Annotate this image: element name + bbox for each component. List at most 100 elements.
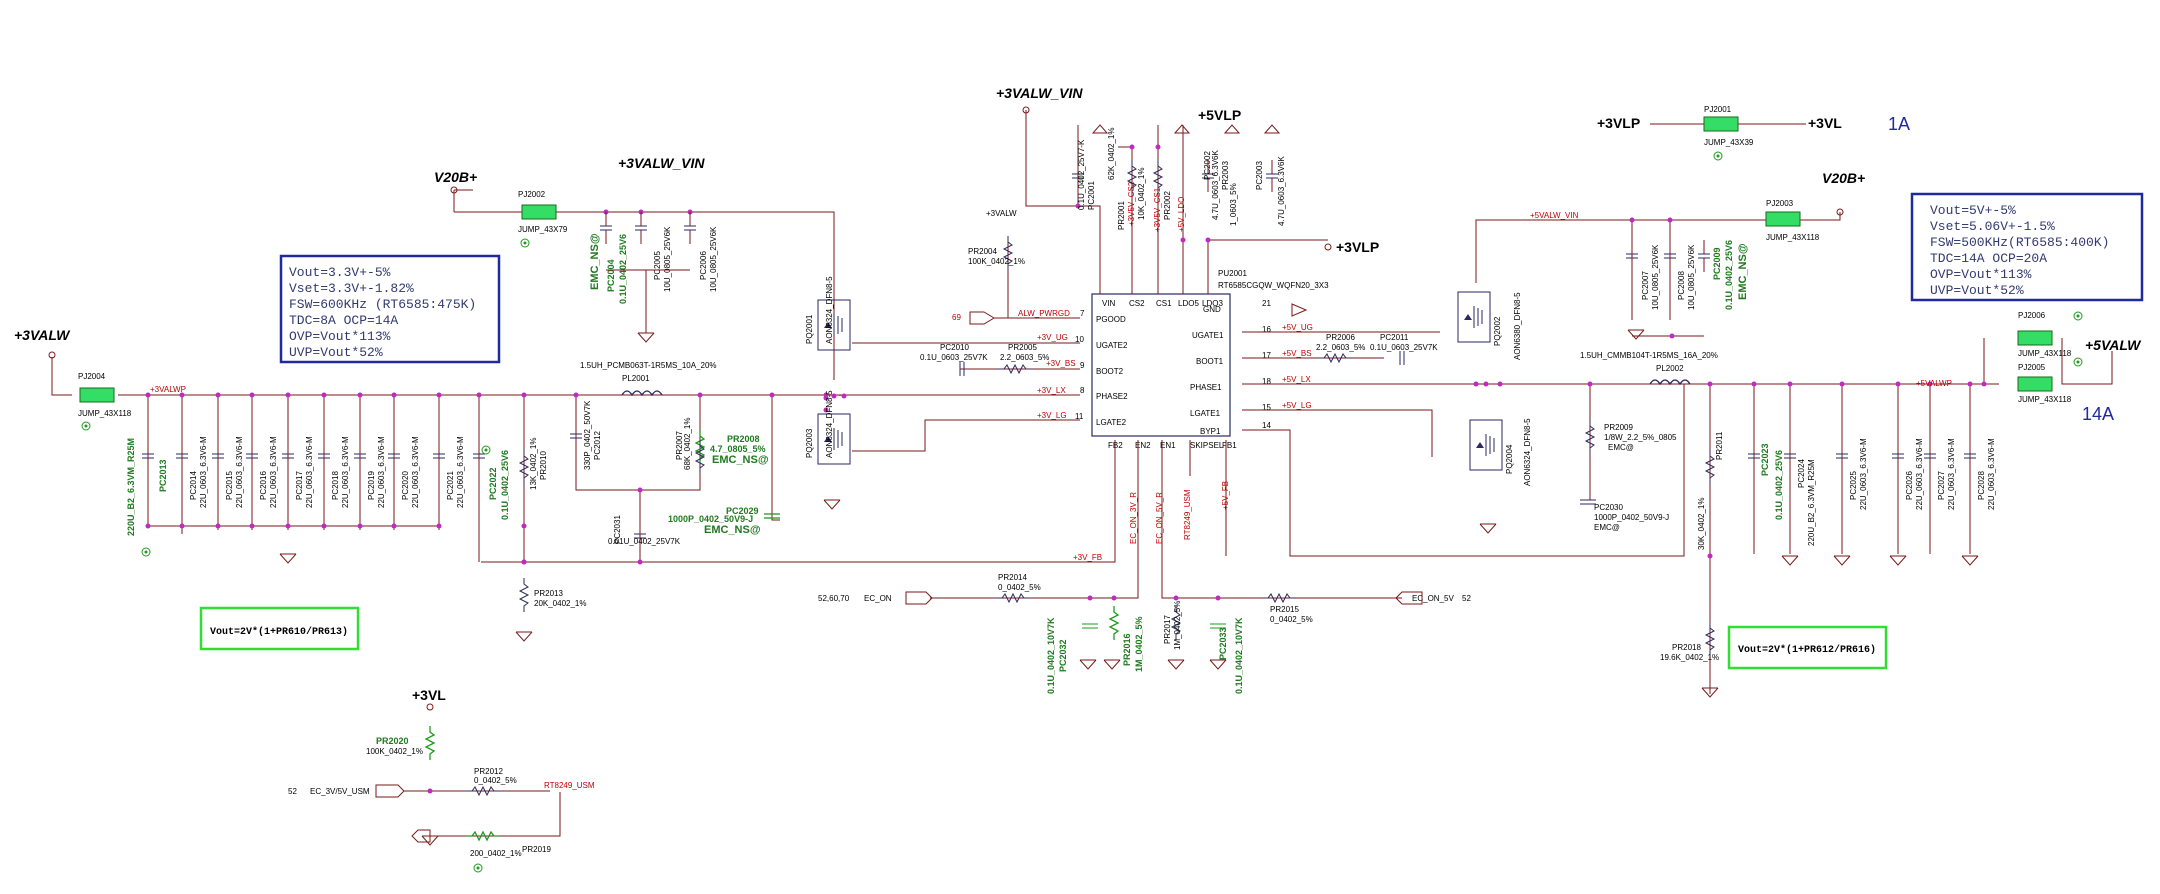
net-labels: +3VALW +3VALW_VIN +3VALW_VIN V20B+ V20B+…: [14, 85, 2142, 711]
spec-5v-line-2: Vset=5.06V+-1.5%: [1930, 219, 2055, 234]
sig-ec-on-5v-r: EC_ON_5V_R: [1155, 492, 1164, 544]
sig-rt-usm: RT8249_USM: [1183, 489, 1192, 540]
ic-pin-skipsel: SKIPSEL: [1190, 441, 1224, 450]
pq2002-val: AON6380_DFN8-5: [1513, 292, 1522, 360]
ic-pin-ldo5: LDO5: [1178, 299, 1199, 308]
pr2008-val: 4.7_0805_5%: [710, 444, 766, 454]
pc2017-val: 22U_0603_6.3V6-M: [305, 436, 314, 508]
sig-5v-bs: +5V_BS: [1282, 349, 1312, 358]
pr2009-val: 1/8W_2.2_5%_0805: [1604, 433, 1677, 442]
pc2013-val: 220U_B2_6.3VM_R25M: [126, 438, 136, 536]
pc2015-val: 22U_0603_6.3V6-M: [235, 436, 244, 508]
pc2030-val: 1000P_0402_50V9-J: [1594, 513, 1669, 522]
net-3valw-vin-a: +3VALW_VIN: [618, 155, 705, 171]
pr2017-ref: PR2017: [1163, 615, 1172, 644]
sig-ec-on: EC_ON: [864, 594, 892, 603]
pr2006-val: 2.2_0603_5%: [1316, 343, 1365, 352]
pc2007-val: 10U_0805_25V6K: [1651, 244, 1660, 310]
ic-pinnum-17: 17: [1262, 351, 1271, 360]
jumper-pj2006: PJ2006 JUMP_43X118: [2017, 311, 2083, 358]
pc2027-val: 22U_0603_6.3V6-M: [1947, 438, 1956, 510]
ic-pin-boot1: BOOT1: [1196, 357, 1224, 366]
sig-3v-fb: +3V_FB: [1073, 553, 1102, 562]
pc2002-val: 4.7U_0603_6.3V6K: [1211, 150, 1220, 221]
right-output-caps: PC2025 22U_0603_6.3V6-M PC2026 22U_0603_…: [1835, 438, 1996, 510]
pc2031-val: 0.01U_0402_25V7K: [608, 537, 681, 546]
spec-3v-line-2: Vset=3.3V+-1.82%: [289, 281, 414, 296]
pr2009-ref: PR2009: [1604, 423, 1633, 432]
pc2015-ref: PC2015: [225, 471, 234, 500]
spec-5v-line-1: Vout=5V+-5%: [1930, 203, 2016, 218]
sig-69: 69: [952, 313, 961, 322]
pj2005-val: JUMP_43X118: [2018, 395, 2072, 404]
pc2028-val: 22U_0603_6.3V6-M: [1987, 438, 1996, 510]
pr2003-ref: PR2003: [1221, 161, 1230, 190]
pj2005-ref: PJ2005: [2018, 363, 2046, 372]
pc2016-ref: PC2016: [259, 471, 268, 500]
pc2026-ref: PC2026: [1905, 471, 1914, 500]
sig-alw-pwrgd: ALW_PWRGD: [1018, 309, 1070, 318]
pr2011-val: 30K_0402_1%: [1697, 498, 1706, 551]
net-3vl-bottom: +3VL: [412, 687, 446, 703]
net-3vl-top: +3VL: [1808, 115, 1842, 131]
pc2003-ref: PC2003: [1255, 161, 1264, 190]
net-v20b-left: V20B+: [434, 169, 477, 185]
pc2001-ref: PC2001: [1087, 181, 1096, 210]
left-output-caps: PC2014 22U_0603_6.3V6-M PC2015 22U_0603_…: [175, 436, 465, 508]
pr2002-val: 10K_0402_1%: [1137, 168, 1146, 221]
pc2004-ref: PC2004: [606, 259, 616, 292]
net-3valw: +3VALW: [14, 327, 71, 343]
pc2022-val: 0.1U_0402_25V6: [500, 450, 510, 520]
pc2019-ref: PC2019: [367, 471, 376, 500]
sig-rt8249-usm: RT8249_USM: [544, 781, 595, 790]
ic-pin-cs1: CS1: [1156, 299, 1172, 308]
pr2001-ref: PR2001: [1117, 201, 1126, 230]
pc2013-ref: PC2013: [158, 459, 168, 492]
net-3vlp-right: +3VLP: [1336, 239, 1379, 255]
pr2014-ref: PR2014: [998, 573, 1027, 582]
sig-5v-ug: +5V_UG: [1282, 323, 1313, 332]
mosfets: AON6324_DFN8-5 PQ2001 AON6324_DFN8-5 PQ2…: [805, 276, 1532, 486]
ic-pinnum-18: 18: [1262, 377, 1271, 386]
pc2001-val: 0.1U_0402_25V7-K: [1077, 139, 1086, 210]
pq2003-val: AON6324_DFN8-5: [825, 390, 834, 458]
pl2002-val: 1.5UH_CMMB104T-1R5MS_16A_20%: [1580, 351, 1718, 360]
ic-pin-fb2: FB2: [1108, 441, 1123, 450]
sig-5v-ldo: +5V_LDO: [1177, 197, 1186, 232]
pc2025-ref: PC2025: [1849, 471, 1858, 500]
ic-pin-gnd: GND: [1203, 305, 1221, 314]
sig-3v-lx: +3V_LX: [1037, 386, 1066, 395]
pc2018-val: 22U_0603_6.3V6-M: [341, 436, 350, 508]
pr2018-ref: PR2018: [1672, 643, 1701, 652]
sig-cs1: +3V5V_CS1: [1153, 187, 1162, 232]
sig-ec-on-5v: EC_ON_5V: [1412, 594, 1454, 603]
sig-3v-lg: +3V_LG: [1037, 411, 1067, 420]
ic-pinnum-11: 11: [1075, 412, 1084, 421]
mosfet-pq2003: AON6324_DFN8-5 PQ2003: [805, 390, 851, 465]
sig-cs2: +3V5V_CS2: [1127, 181, 1136, 226]
pj2006-val: JUMP_43X118: [2018, 349, 2072, 358]
signal-labels: ALW_PWRGD 69 +3V_UG +3V_BS +3V_LX +3V_LG…: [288, 181, 1471, 796]
pq2001-ref: PQ2001: [805, 314, 814, 344]
pl2001-ref: PL2001: [622, 374, 650, 383]
pr2019-ref: PR2019: [522, 845, 551, 854]
pc2010-val: 0.1U_0603_25V7K: [920, 353, 988, 362]
pc2025-val: 22U_0603_6.3V6-M: [1859, 438, 1868, 510]
pc2016-val: 22U_0603_6.3V6-M: [269, 436, 278, 508]
pr2005-ref: PR2005: [1008, 343, 1037, 352]
spec-5v-line-5: OVP=Vout*113%: [1930, 267, 2032, 282]
ic-pin-fb1: FB1: [1222, 441, 1237, 450]
ic-ref: PU2001: [1218, 269, 1247, 278]
pc2011-val: 0.1U_0603_25V7K: [1370, 343, 1438, 352]
pr2012-val: 0_0402_5%: [474, 776, 517, 785]
pc2009-val: 0.1U_0402_25V6: [1724, 240, 1734, 310]
pc2008-ref: PC2008: [1677, 271, 1686, 300]
pq2002-ref: PQ2002: [1493, 316, 1502, 346]
ic-pinnum-9: 9: [1080, 361, 1085, 370]
pc2029-val: 1000P_0402_50V9-J: [668, 514, 753, 524]
pr2020-ref: PR2020: [376, 736, 409, 746]
pc2020-ref: PC2020: [401, 471, 410, 500]
pq2004-ref: PQ2004: [1505, 444, 1514, 474]
pc2032-ref: PC2032: [1058, 639, 1068, 672]
pj2004-ref: PJ2004: [78, 372, 106, 381]
